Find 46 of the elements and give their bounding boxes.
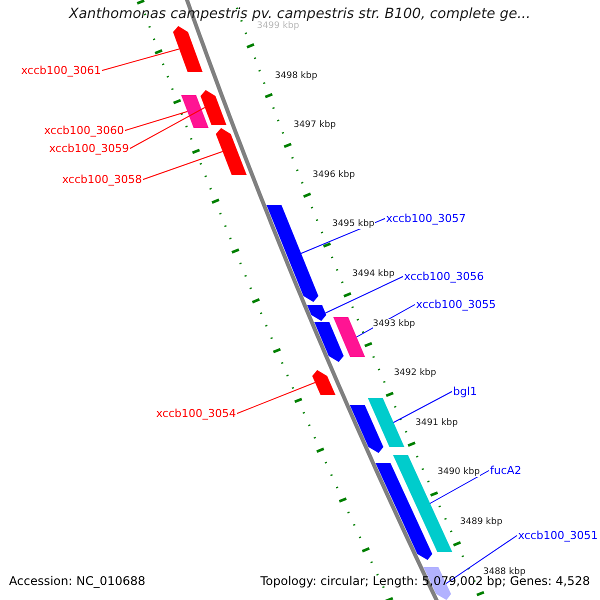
scale-label: 3490 kbp [437, 467, 480, 478]
gene-feature [314, 322, 344, 362]
gene-feature [368, 398, 404, 447]
gene-label: xccb100_3059 [49, 142, 129, 155]
scale-label: 3489 kbp [460, 517, 502, 527]
gene-feature [173, 26, 203, 72]
gene-feature [333, 317, 366, 357]
scale-label: 3499 kbp [256, 21, 300, 31]
gene-feature [216, 128, 247, 175]
gene-label: xccb100_3056 [404, 270, 484, 283]
gene-feature [307, 305, 326, 321]
leader-line [429, 470, 490, 504]
scale-label: 3491 kbp [415, 418, 458, 428]
gene-label: xccb100_3051 [518, 529, 598, 542]
gene-feature [312, 370, 336, 395]
gene-label: xccb100_3060 [44, 124, 124, 137]
scale-label: 3488 kbp [483, 566, 526, 577]
gene-feature [200, 90, 226, 125]
scale-label: 3494 kbp [352, 269, 395, 279]
leader-line [142, 151, 224, 180]
gene-label: bgl1 [453, 385, 478, 398]
leader-line [446, 535, 518, 584]
leader-line [130, 107, 206, 149]
gene-feature [376, 463, 432, 560]
gene-label: xccb100_3057 [386, 212, 466, 225]
gene-feature [350, 405, 384, 453]
leader-line [102, 48, 180, 71]
scale-label: 3492 kbp [394, 368, 436, 378]
gene-label: xccb100_3054 [156, 407, 236, 420]
gene-feature [181, 95, 209, 128]
gene-label: xccb100_3058 [62, 173, 142, 186]
gene-label: xccb100_3055 [416, 298, 496, 311]
leader-line [236, 382, 316, 414]
gene-label: fucA2 [490, 464, 522, 477]
scale-label: 3493 kbp [372, 318, 416, 329]
leader-line [393, 391, 452, 423]
scale-label: 3495 kbp [332, 219, 374, 230]
leader-line [325, 276, 404, 314]
leader-line [124, 111, 188, 131]
accession-text: Accession: NC_010688 [9, 574, 146, 588]
scale-label: 3496 kbp [312, 170, 355, 180]
gene-feature [266, 205, 318, 302]
scale-label: 3497 kbp [293, 120, 336, 130]
scale-label: 3498 kbp [274, 70, 318, 81]
gene-label: xccb100_3061 [21, 64, 101, 77]
genome-summary-text: Topology: circular; Length: 5,079,002 bp; Genes: 4,528 [260, 574, 590, 588]
